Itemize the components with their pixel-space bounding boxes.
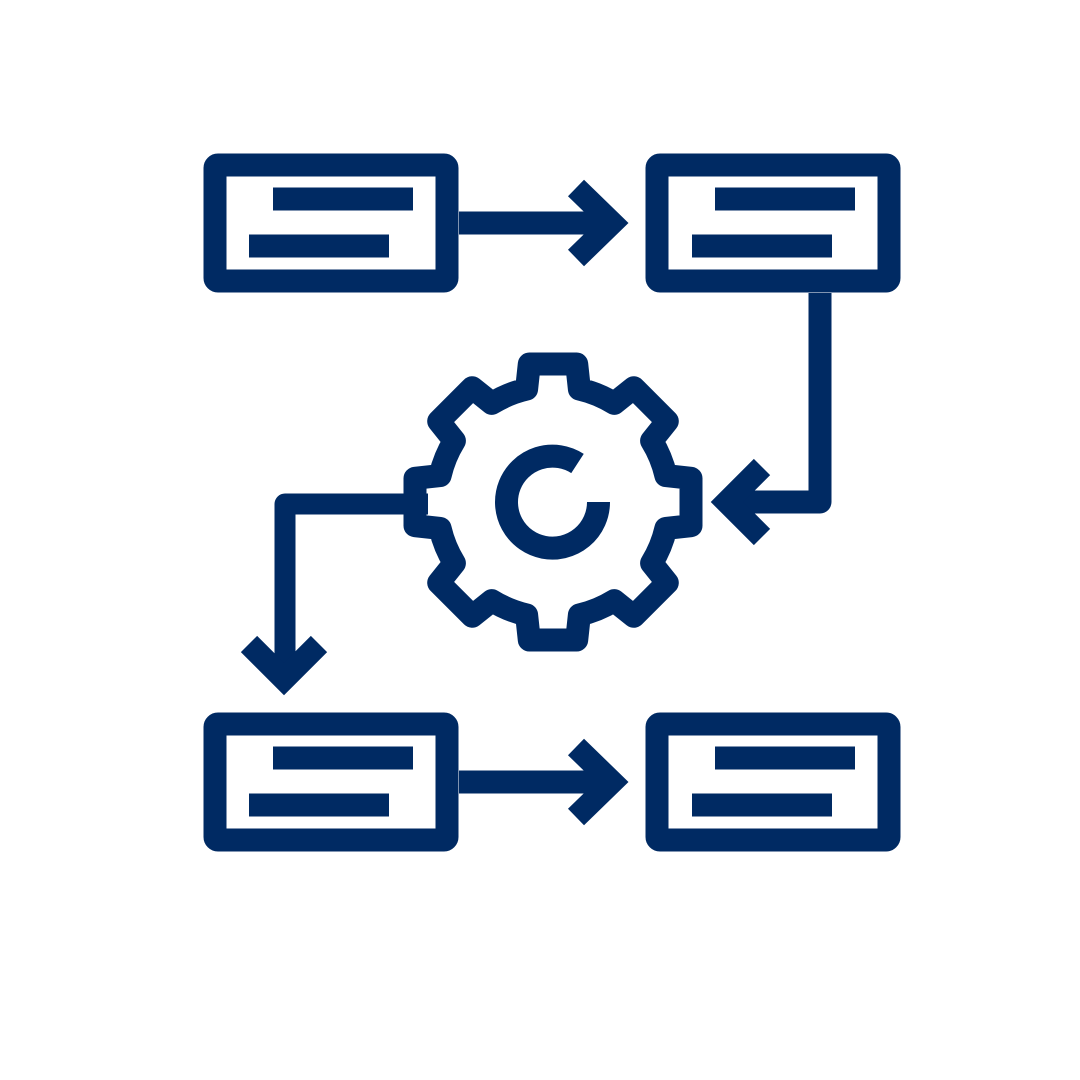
document-box-top-right bbox=[645, 153, 901, 293]
right-arrow-icon bbox=[459, 179, 629, 267]
left-arrow-icon bbox=[710, 293, 832, 546]
gear-icon bbox=[403, 352, 703, 652]
right-arrow-icon bbox=[459, 738, 629, 826]
document-box-bottom-left bbox=[203, 712, 459, 852]
refresh-arc-icon bbox=[495, 444, 610, 560]
down-arrow-icon bbox=[240, 493, 428, 696]
document-box-bottom-right bbox=[645, 712, 901, 852]
document-box-top-left bbox=[203, 153, 459, 293]
